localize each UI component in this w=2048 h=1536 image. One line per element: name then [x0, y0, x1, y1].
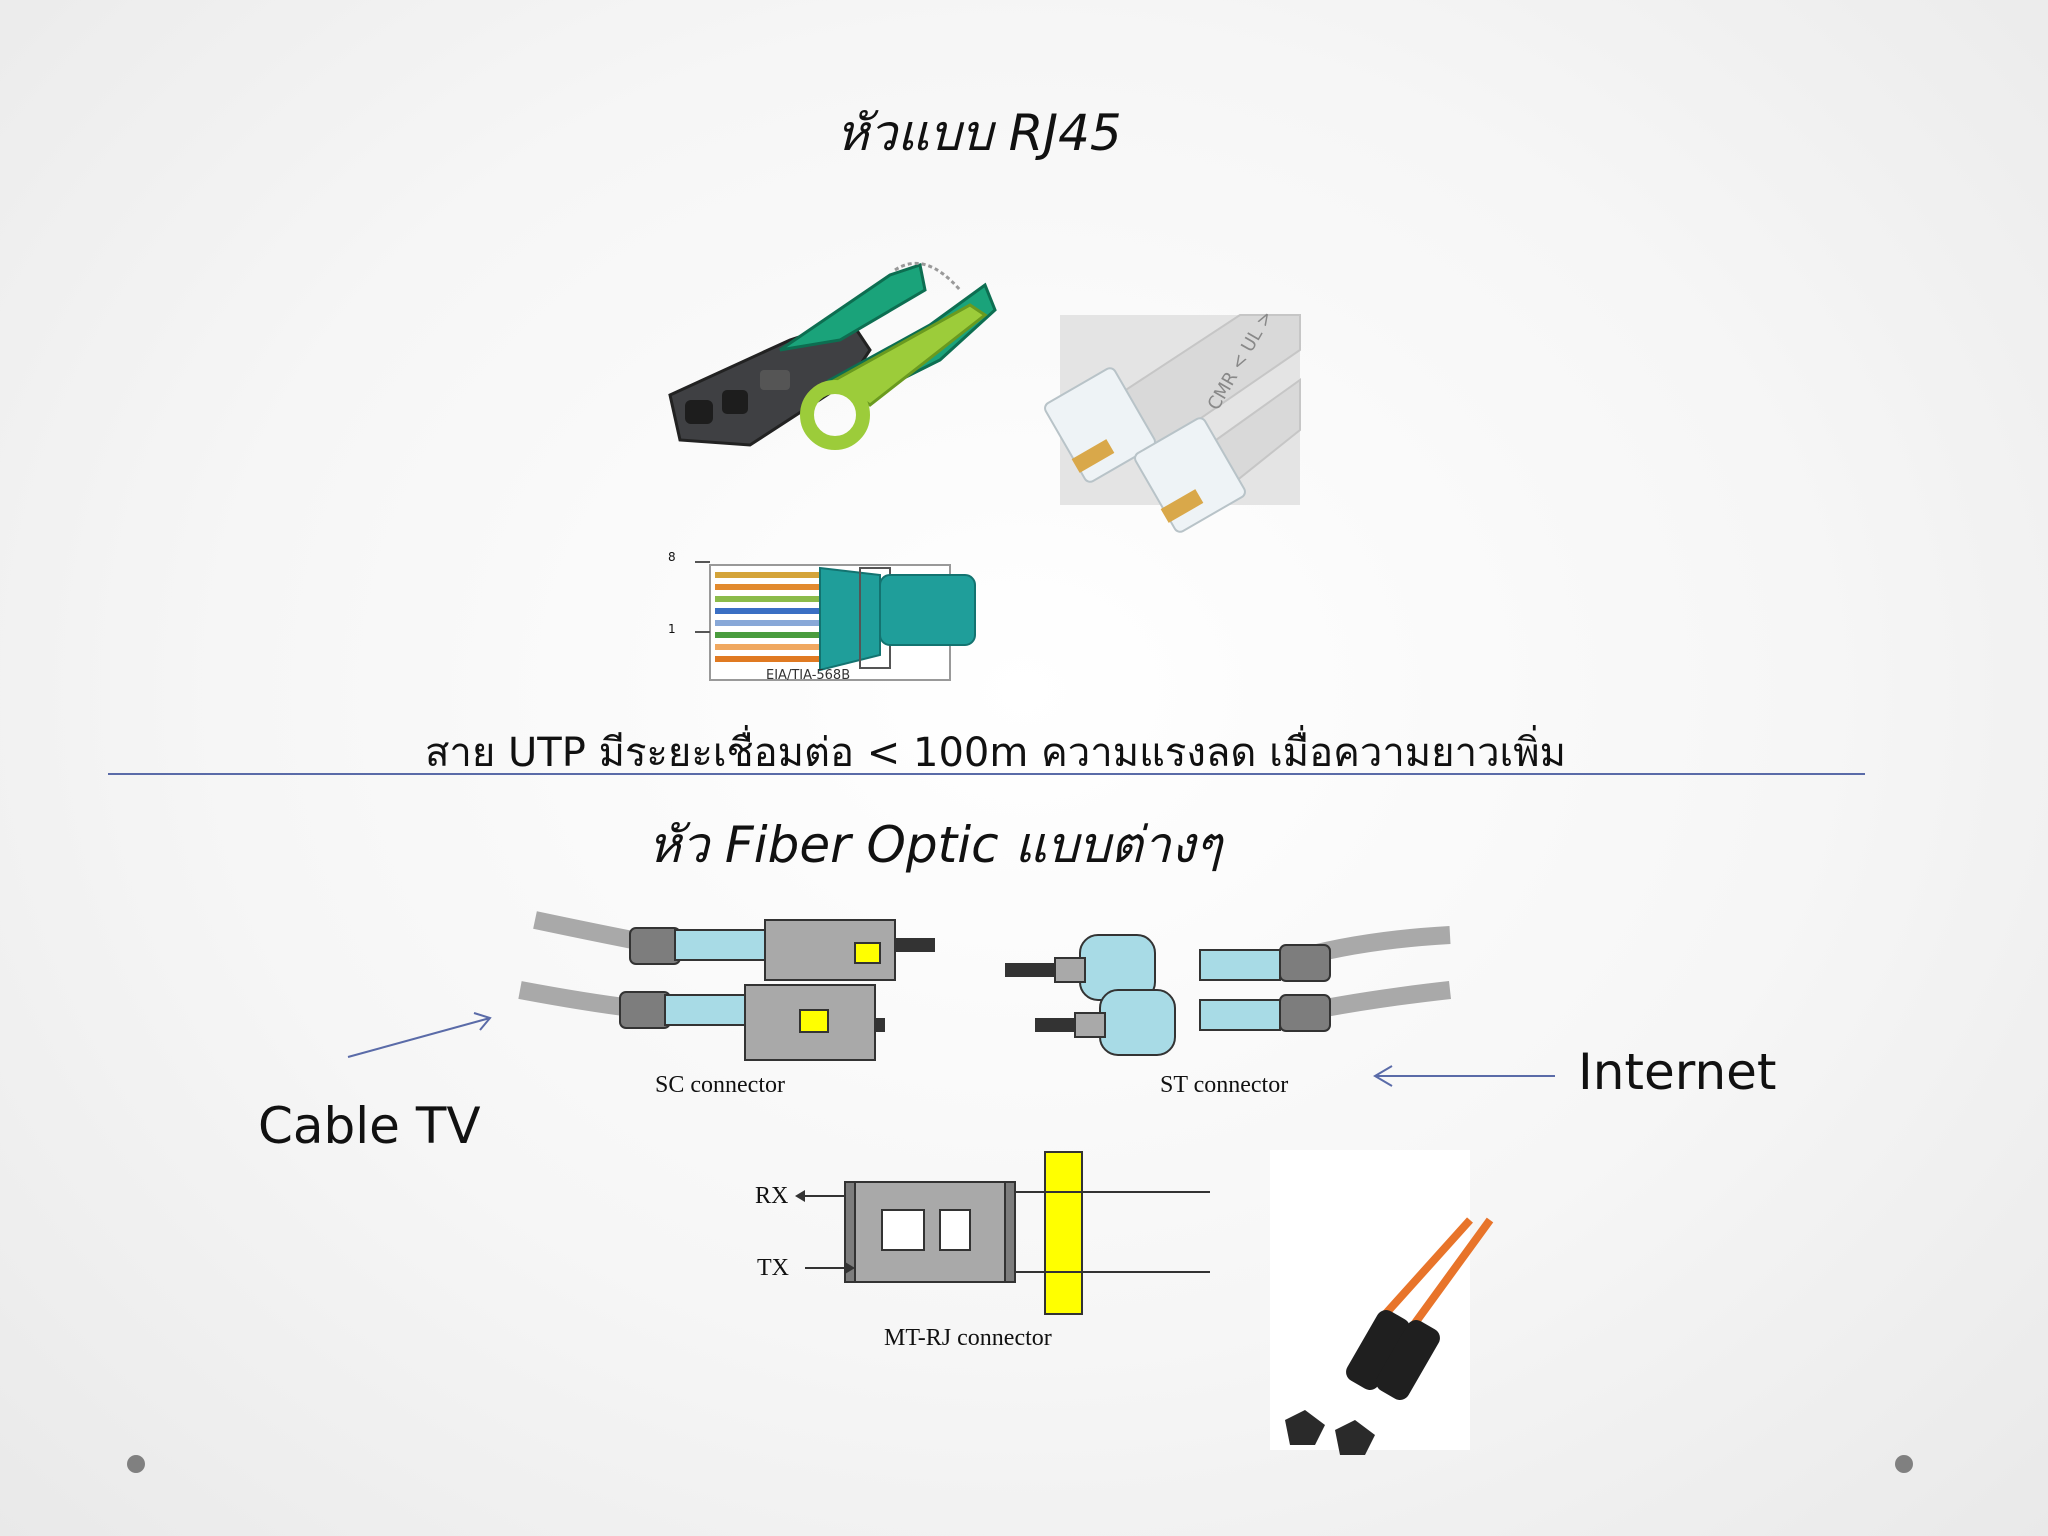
mtrj-connector-label: MT-RJ connector [884, 1325, 1052, 1351]
annotation-arrows [347, 1012, 1555, 1087]
tx-label: TX [757, 1255, 789, 1281]
wiring-diagram [695, 561, 976, 681]
sc-connector-label: SC connector [655, 1072, 785, 1098]
rj45-images [668, 261, 1301, 681]
section-divider [108, 773, 1865, 775]
fiber-patch-cable-image [1270, 1150, 1494, 1455]
wiring-standard-label: EIA/TIA-568B [766, 668, 851, 683]
utp-caption: สาย UTP มีระยะเชื่อมต่อ < 100m ความแรงลด… [425, 730, 1566, 776]
st-connector-drawing [1005, 926, 1451, 1056]
wiring-pin-top: 8 [668, 550, 676, 564]
sc-connector-drawing [518, 911, 935, 1061]
cable-tv-label: Cable TV [258, 1097, 481, 1155]
cable-tv-arrow [347, 1017, 491, 1058]
wiring-pin-bottom: 1 [668, 622, 676, 636]
mtrj-connector-drawing [795, 1151, 1210, 1315]
fiber-connectors-diagram [518, 911, 1494, 1455]
st-connector-label: ST connector [1160, 1072, 1289, 1098]
corner-dot-left [127, 1455, 145, 1473]
crimping-tool-image [668, 261, 997, 450]
rx-label: RX [755, 1183, 789, 1209]
title-rj45: หัวแบบ RJ45 [836, 104, 1122, 162]
internet-label: Internet [1578, 1043, 1777, 1101]
title-fiber-optic: หัว Fiber Optic แบบต่างๆ [648, 816, 1223, 874]
corner-dot-right [1895, 1455, 1913, 1473]
rj45-cable-image [1044, 314, 1301, 533]
